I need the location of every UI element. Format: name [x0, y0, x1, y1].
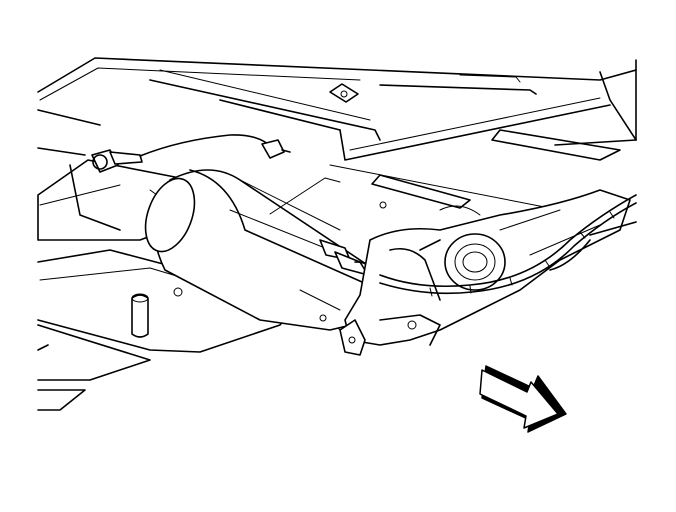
underbody-floor-pan	[37, 57, 637, 211]
exhaust-manifold	[339, 189, 637, 356]
oxygen-sensor-wiring	[139, 134, 341, 215]
oxygen-sensor	[91, 149, 143, 173]
heat-shield	[37, 249, 346, 411]
front-direction-arrow	[479, 365, 567, 433]
wiring-harness	[379, 194, 637, 297]
